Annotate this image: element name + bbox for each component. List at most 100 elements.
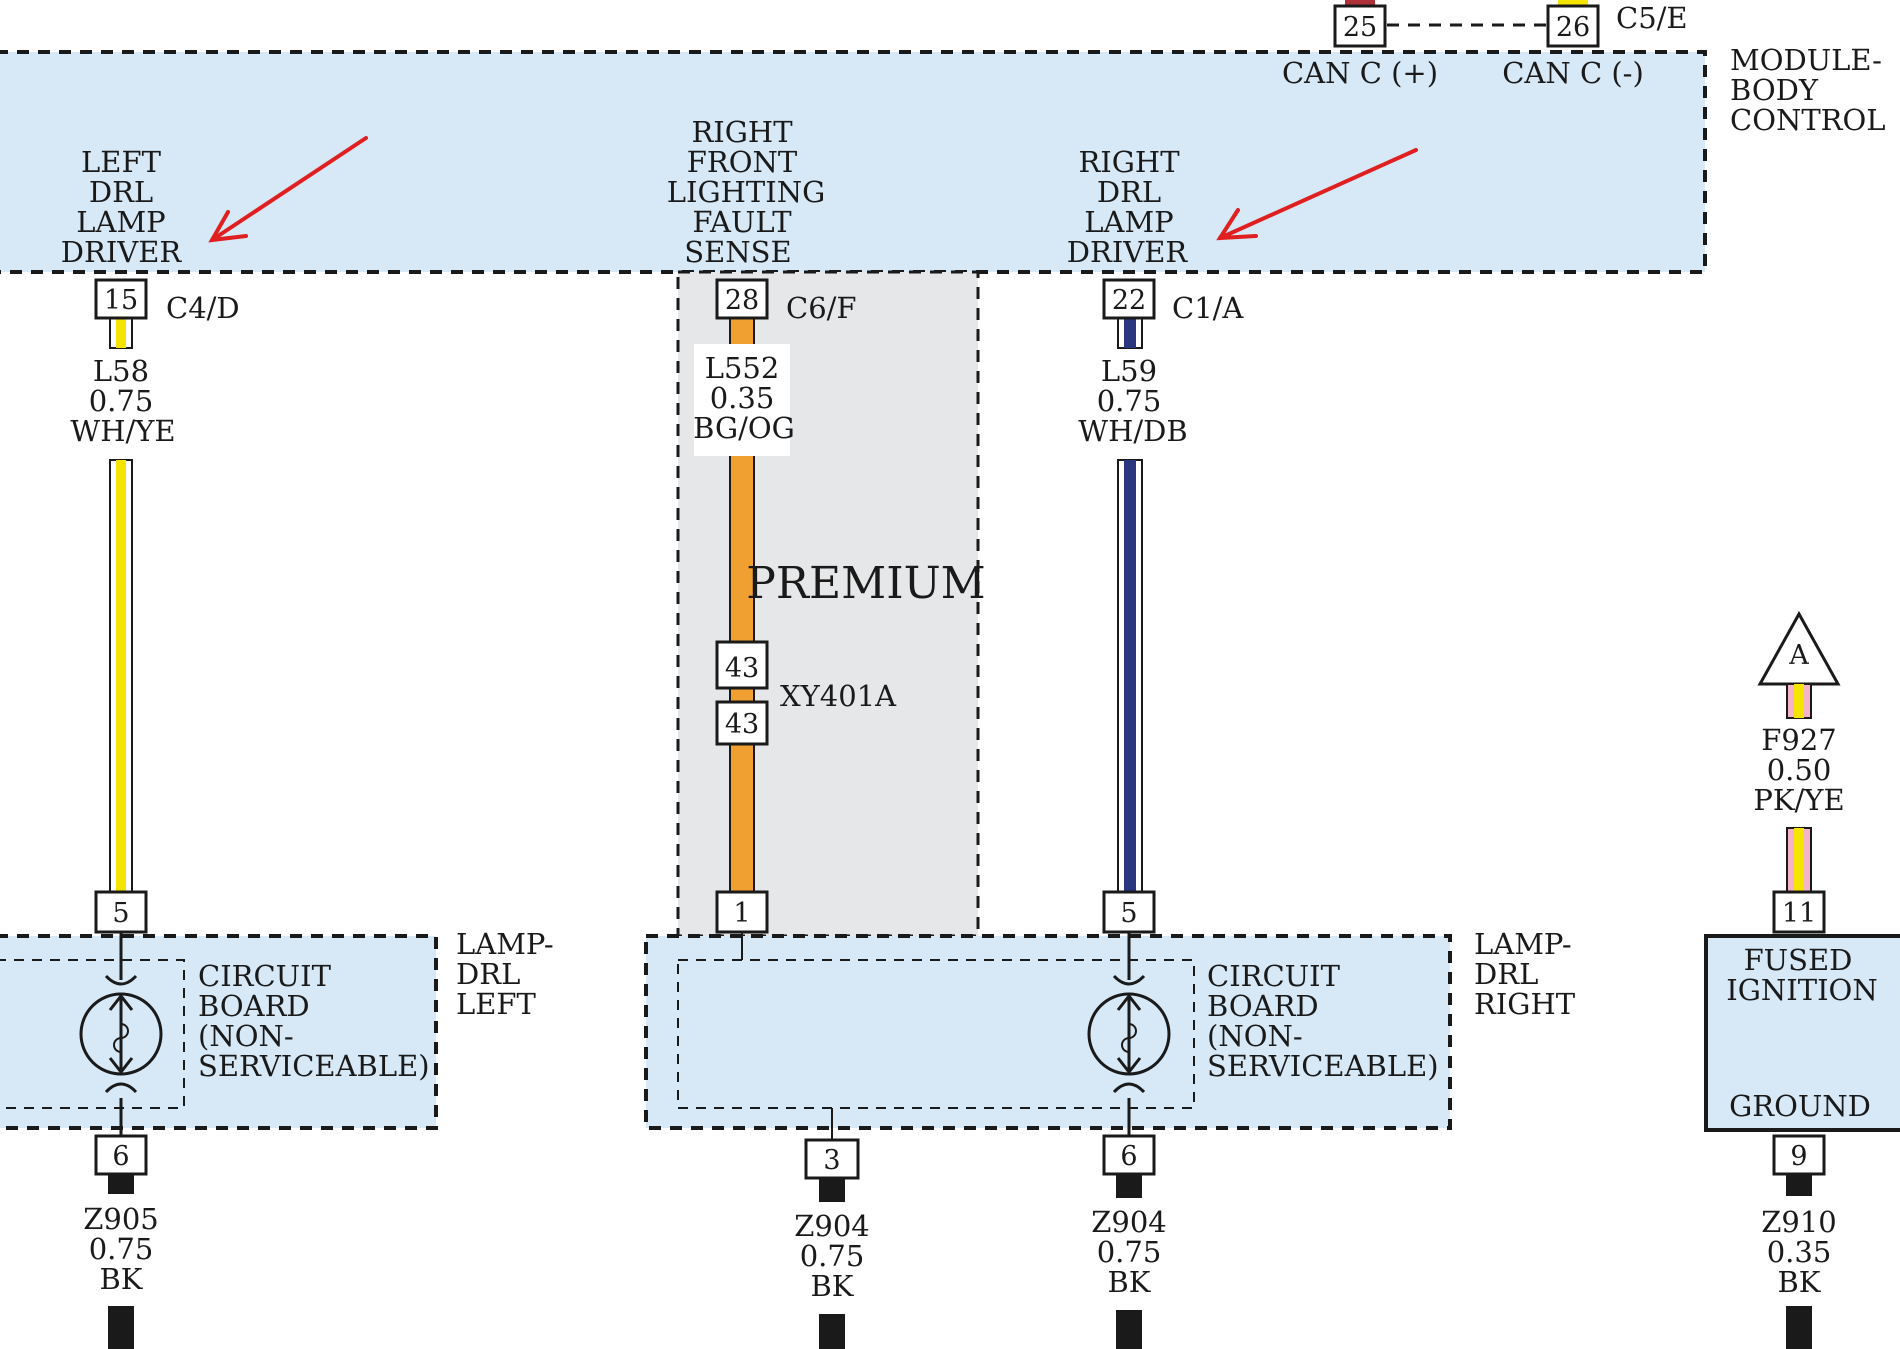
- wire-z905-line-2: 0.75: [89, 1232, 154, 1266]
- wire-l58-line-2: 0.75: [89, 384, 154, 418]
- wire-z905-line-1: Z905: [83, 1202, 159, 1236]
- fused-ignition-ground-label: GROUND: [1729, 1089, 1871, 1123]
- board-left-line-1: CIRCUIT: [198, 959, 332, 993]
- can-high-stub-icon: [1345, 0, 1375, 6]
- wire-z905-lower: [108, 1306, 134, 1349]
- pin-3-label: 3: [823, 1145, 840, 1176]
- module-name-line-3: CONTROL: [1730, 103, 1886, 137]
- fault-sense-line-2: FRONT: [687, 145, 798, 179]
- wire-z904-b-line-1: Z904: [1091, 1205, 1167, 1239]
- board-right-line-4: SERVICEABLE): [1207, 1049, 1439, 1083]
- right-drl-driver-line-3: LAMP: [1084, 205, 1173, 239]
- wire-z910-lower: [1786, 1306, 1812, 1349]
- wire-z904-a-line-1: Z904: [794, 1209, 870, 1243]
- pin-43-bottom-box: [715, 700, 769, 746]
- can-c-plus-label: CAN C (+): [1282, 56, 1438, 90]
- wire-z910-upper: [1786, 1174, 1812, 1196]
- pin-1-label: 1: [733, 898, 750, 929]
- wire-l552-connector-segment: [729, 687, 755, 703]
- wire-z904-b-upper: [1116, 1174, 1142, 1198]
- can-c-minus-label: CAN C (-): [1502, 56, 1644, 90]
- wire-l58-upper-stripe: [116, 318, 126, 348]
- wire-l552-line-2: 0.35: [710, 381, 775, 415]
- wire-f927-lower-stripe: [1794, 828, 1804, 892]
- wire-z904-a-upper: [819, 1178, 845, 1202]
- pin-26-box: [1546, 4, 1600, 48]
- wire-l59-line-1: L59: [1101, 354, 1157, 388]
- lamp-right-bulb-icon: [1087, 974, 1171, 1094]
- left-drl-driver-line-4: DRIVER: [61, 235, 183, 269]
- wire-l58-line-3: WH/YE: [70, 414, 175, 448]
- pin-43-top-box: [715, 640, 769, 690]
- module-name-line-1: MODULE-: [1730, 43, 1882, 77]
- wire-f927-line-1: F927: [1761, 723, 1836, 757]
- lamp-right-name-line-2: DRL: [1474, 957, 1538, 991]
- wire-f927-line-2: 0.50: [1767, 753, 1832, 787]
- pin-26-label: 26: [1556, 12, 1590, 43]
- pin-15-box: [94, 278, 148, 320]
- wire-z904-a-line-3: BK: [811, 1269, 855, 1303]
- wire-z904-a-lower: [819, 1314, 845, 1349]
- pin-5-left-box: [94, 890, 148, 934]
- board-right-line-2: BOARD: [1207, 989, 1319, 1023]
- connector-c4d-label: C4/D: [166, 291, 240, 325]
- lamp-left-name-line-1: LAMP-: [456, 927, 554, 961]
- pin-5-right-box: [1102, 890, 1156, 934]
- pin-1-box: [715, 890, 769, 934]
- wire-f927-upper-stripe: [1794, 684, 1804, 718]
- wire-l59-lower-stripe: [1124, 460, 1136, 892]
- premium-label: PREMIUM: [746, 558, 985, 609]
- pin-28-label: 28: [725, 285, 759, 316]
- board-left-line-4: SERVICEABLE): [198, 1049, 430, 1083]
- pin-25-box: [1333, 4, 1387, 48]
- wire-z904-a-line-2: 0.75: [800, 1239, 865, 1273]
- connector-c6f-label: C6/F: [786, 291, 857, 325]
- lamp-left-name-line-2: DRL: [456, 957, 520, 991]
- wire-l552-line-3: BG/OG: [693, 411, 795, 445]
- pin-25-label: 25: [1343, 12, 1377, 43]
- left-drl-driver-line-3: LAMP: [76, 205, 165, 239]
- wire-l58-line-1: L58: [93, 354, 149, 388]
- fault-sense-line-1: RIGHT: [691, 115, 793, 149]
- board-right-line-1: CIRCUIT: [1207, 959, 1341, 993]
- wire-l59-line-3: WH/DB: [1078, 414, 1187, 448]
- connector-c5e-label: C5/E: [1616, 1, 1688, 35]
- right-drl-driver-line-2: DRL: [1097, 175, 1161, 209]
- pin-3-box: [804, 1138, 860, 1180]
- wire-z904-b-line-3: BK: [1108, 1265, 1152, 1299]
- lamp-left-bulb-icon: [79, 974, 163, 1094]
- pin-28-box: [715, 278, 769, 320]
- wire-z904-b-line-2: 0.75: [1097, 1235, 1162, 1269]
- pin-43-top-label: 43: [725, 653, 759, 684]
- right-drl-driver-line-1: RIGHT: [1078, 145, 1180, 179]
- pin-15-label: 15: [104, 285, 138, 316]
- fused-ignition-line-1: FUSED: [1744, 943, 1853, 977]
- left-drl-driver-line-1: LEFT: [81, 145, 162, 179]
- wire-z910-line-2: 0.35: [1767, 1235, 1832, 1269]
- fault-sense-line-5: SENSE: [684, 235, 791, 269]
- wire-l552-label-bg: [694, 344, 790, 456]
- connector-c1a-label: C1/A: [1172, 291, 1244, 325]
- pin-11-label: 11: [1782, 898, 1816, 929]
- pin-6-right-box: [1102, 1134, 1156, 1176]
- lamp-right-name-line-3: RIGHT: [1474, 987, 1576, 1021]
- wire-f927-line-3: PK/YE: [1753, 783, 1844, 817]
- lamp-drl-left-box: [0, 934, 438, 1130]
- pin-5-left-label: 5: [112, 898, 129, 929]
- wire-l552-line-1: L552: [705, 351, 780, 385]
- can-low-stub-icon: [1558, 0, 1588, 6]
- pin-22-box: [1102, 278, 1156, 320]
- lamp-right-name-line-1: LAMP-: [1474, 927, 1572, 961]
- pin-6-left-label: 6: [112, 1141, 129, 1172]
- wire-z910-line-1: Z910: [1761, 1205, 1837, 1239]
- wire-z910-line-3: BK: [1778, 1265, 1822, 1299]
- wire-z905-line-3: BK: [100, 1262, 144, 1296]
- connector-xy401a-label: XY401A: [780, 679, 897, 713]
- connector-ref-a-label: A: [1788, 640, 1809, 671]
- pin-11-box: [1772, 890, 1826, 934]
- circuit-board-right-box: [677, 959, 1195, 1109]
- module-name-line-2: BODY: [1730, 73, 1819, 107]
- board-right-line-3: (NON-: [1207, 1019, 1303, 1053]
- board-left-line-2: BOARD: [198, 989, 310, 1023]
